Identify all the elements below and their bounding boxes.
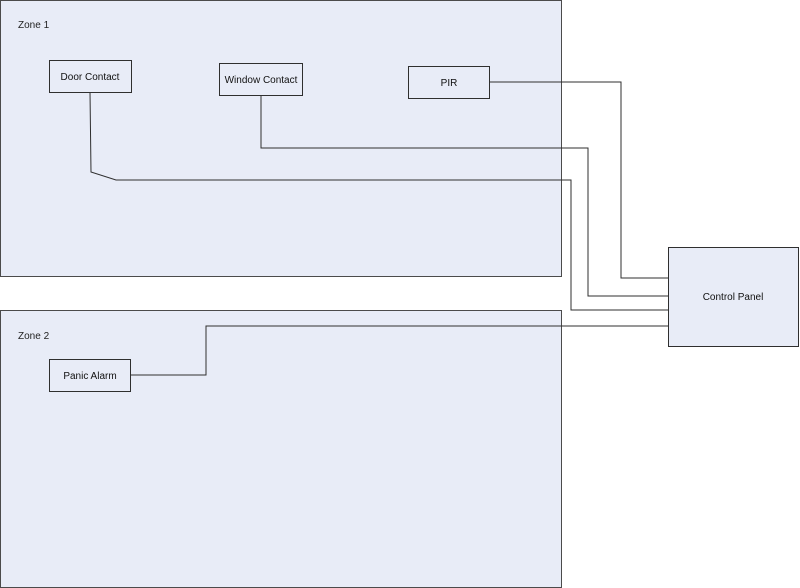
wire-door-contact-to-panel xyxy=(89,91,668,311)
window-contact-box xyxy=(219,63,303,96)
zone-1-box xyxy=(0,0,562,277)
door-contact-label: Door Contact xyxy=(61,72,120,83)
control-panel-node[interactable]: Control Panel xyxy=(668,247,799,347)
zone-1: Zone 1 xyxy=(0,0,562,277)
pir-box xyxy=(408,66,490,99)
wire-pir-to-panel xyxy=(489,81,668,279)
control-panel-label: Control Panel xyxy=(703,292,764,303)
zone-2-label: Zone 2 xyxy=(18,331,50,342)
pir-node[interactable]: PIR xyxy=(408,66,490,99)
wire-panic-alarm-to-panel xyxy=(131,325,668,376)
window-contact-label: Window Contact xyxy=(225,75,298,86)
panic-alarm-box xyxy=(49,359,131,392)
panic-alarm-node[interactable]: Panic Alarm xyxy=(49,359,131,392)
panic-alarm-label: Panic Alarm xyxy=(63,371,116,382)
zone-1-label: Zone 1 xyxy=(18,20,50,31)
door-contact-box xyxy=(49,60,132,93)
zone-2: Zone 2 xyxy=(0,310,562,588)
pir-label: PIR xyxy=(441,78,458,89)
zone-2-box xyxy=(0,310,562,588)
control-panel-box xyxy=(668,247,799,347)
window-contact-node[interactable]: Window Contact xyxy=(219,63,303,96)
wiring xyxy=(89,81,668,376)
wire-window-contact-to-panel xyxy=(260,96,668,297)
door-contact-node[interactable]: Door Contact xyxy=(49,60,132,93)
